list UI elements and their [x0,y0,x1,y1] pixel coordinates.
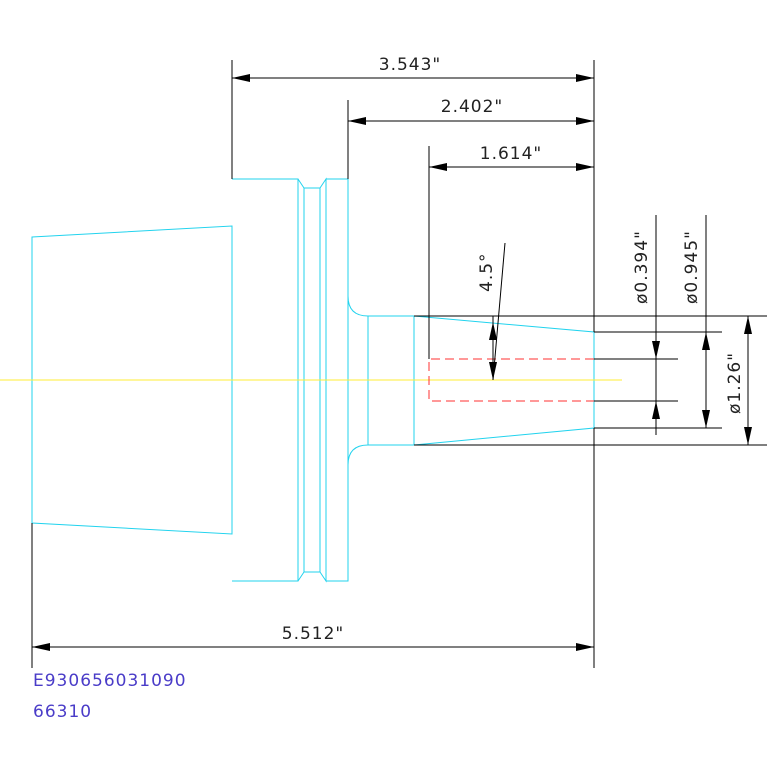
hidden-bore [428,358,594,402]
dim-label-0945: ø0.945" [682,230,702,304]
item-number: 66310 [33,702,92,722]
arrow-126-top [744,316,752,334]
dim-label-3543: 3.543" [379,55,442,75]
arrow-126-bottom [744,427,752,445]
arrow-0945-bottom [702,410,710,428]
arrow-3543-right [576,74,594,82]
dim-label-0394: ø0.394" [632,230,652,304]
dim-label-126: ø1.26" [725,352,745,414]
arrowheads [32,74,752,651]
arrow-2402-right [576,117,594,125]
arrow-angle-bottom [489,362,497,380]
arrow-angle-top [489,322,497,340]
order-number: E930656031090 [33,671,187,691]
arrow-0394-top [652,341,660,359]
arrow-2402-left [348,117,366,125]
arrow-3543-left [232,74,250,82]
dim-label-5512: 5.512" [282,624,345,644]
arrow-0945-top [702,332,710,350]
arrow-0394-bottom [652,401,660,419]
taper-shank [31,225,233,535]
arrow-5512-left [32,643,50,651]
dim-label-2402: 2.402" [441,97,504,117]
angle-leader [492,242,506,381]
arrow-1614-right [576,163,594,171]
dim-label-1614: 1.614" [480,144,543,164]
dim-label-angle: 4.5° [477,252,497,292]
dimension-lines [31,60,767,668]
bore-hidden-outline [428,358,594,402]
arrow-5512-right [576,643,594,651]
arrow-1614-left [429,163,447,171]
